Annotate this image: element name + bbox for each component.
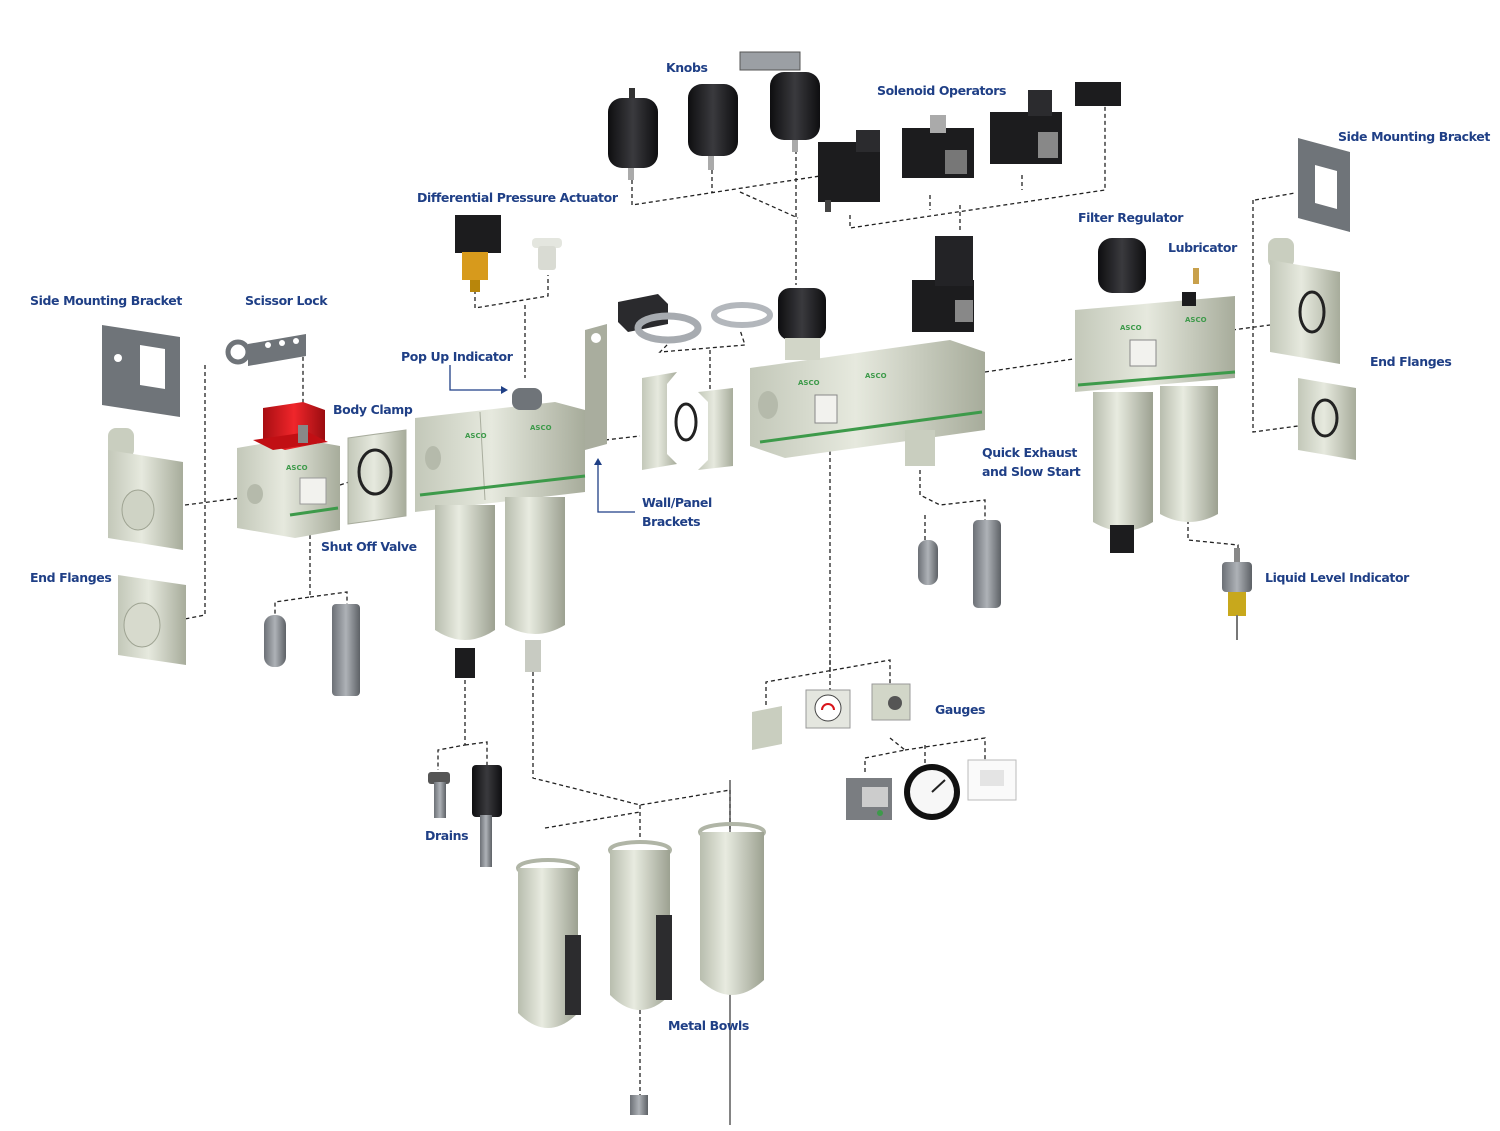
label-liquid-level-indicator: Liquid Level Indicator — [1265, 570, 1409, 585]
flange-icon — [1298, 378, 1356, 460]
label-quick-exhaust-line2: and Slow Start — [982, 464, 1081, 479]
brand-mark: ASCO — [798, 379, 820, 387]
bracket-icon — [102, 325, 180, 417]
differential-pressure-actuator-icon — [455, 215, 562, 292]
gauge-icon — [752, 683, 911, 750]
label-solenoid-operators: Solenoid Operators — [877, 83, 1007, 98]
brand-mark: ASCO — [1120, 324, 1142, 332]
valve-icon: ASCO — [237, 402, 340, 538]
label-metal-bowls: Metal Bowls — [668, 1018, 749, 1033]
label-wall-panel-line1: Wall/Panel — [642, 495, 712, 510]
filter-unit: ASCO ASCO — [415, 388, 586, 678]
knob-icon — [608, 88, 658, 180]
bowl-icon — [608, 840, 672, 1115]
label-lubricator: Lubricator — [1168, 240, 1237, 255]
label-quick-exhaust: Quick Exhaust and Slow Start — [982, 443, 1081, 481]
flange-icon — [108, 428, 183, 550]
brand-mark: ASCO — [530, 424, 552, 432]
leader-lines — [179, 105, 1299, 1095]
filter-regulator-unit: ASCO ASCO — [1075, 238, 1236, 553]
label-side-mounting-bracket-left: Side Mounting Bracket — [30, 293, 182, 308]
muffler-icon — [918, 520, 1001, 608]
valve-assembly: ASCO ASCO — [750, 236, 985, 466]
solenoid-icon — [1075, 82, 1121, 106]
label-knobs: Knobs — [666, 60, 708, 75]
label-filter-regulator: Filter Regulator — [1078, 210, 1184, 225]
wall-bracket-icon — [585, 324, 733, 470]
label-scissor-lock: Scissor Lock — [245, 293, 328, 308]
bracket-icon — [618, 294, 773, 344]
drain-icon — [428, 765, 502, 867]
solenoid-icon — [990, 90, 1062, 164]
knob-icon — [688, 84, 738, 170]
label-end-flanges-left: End Flanges — [30, 570, 112, 585]
label-drains: Drains — [425, 828, 469, 843]
flange-icon — [1268, 238, 1340, 364]
flange-icon — [118, 575, 186, 665]
label-end-flanges-right: End Flanges — [1370, 354, 1452, 369]
label-side-mounting-bracket-right: Side Mounting Bracket — [1338, 129, 1490, 144]
brand-mark: ASCO — [1185, 316, 1207, 324]
liquid-level-indicator-icon — [1222, 548, 1252, 640]
label-quick-exhaust-line1: Quick Exhaust — [982, 445, 1077, 460]
scissor-lock-icon — [225, 334, 306, 366]
brand-mark: ASCO — [465, 432, 487, 440]
bracket-icon — [1298, 138, 1350, 232]
solenoid-icon — [818, 130, 880, 212]
label-differential-pressure-actuator: Differential Pressure Actuator — [417, 190, 618, 205]
knob-icon — [739, 51, 820, 152]
gauge-icon — [846, 759, 1017, 820]
body-clamp-icon — [347, 429, 407, 525]
brand-mark: ASCO — [286, 464, 308, 472]
label-wall-panel-line2: Brackets — [642, 514, 701, 529]
callout-arrows — [449, 365, 635, 513]
bowl-icon — [698, 822, 766, 995]
solenoid-icon — [902, 115, 974, 178]
label-body-clamp: Body Clamp — [333, 402, 413, 417]
muffler-icon — [264, 604, 360, 696]
label-wall-panel-brackets: Wall/Panel Brackets — [642, 493, 712, 531]
brand-mark: ASCO — [865, 372, 887, 380]
label-shut-off-valve: Shut Off Valve — [321, 539, 417, 554]
label-gauges: Gauges — [935, 702, 986, 717]
label-pop-up-indicator: Pop Up Indicator — [401, 349, 513, 364]
bowl-icon — [516, 858, 581, 1028]
